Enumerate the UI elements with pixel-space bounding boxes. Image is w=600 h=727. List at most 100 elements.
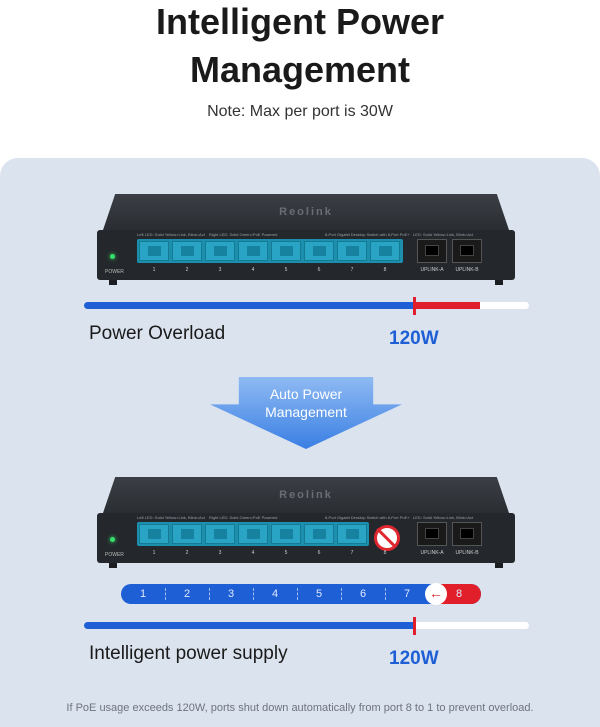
port-number: 4 [251, 550, 255, 556]
uplink-a-label: UPLINK-A [420, 550, 444, 556]
poe-port-7 [337, 524, 367, 544]
strip-divider [297, 588, 298, 600]
uplink-port-a [417, 239, 447, 263]
strip-divider [385, 588, 386, 600]
uplink-b-label: UPLINK-B [455, 267, 479, 273]
power-led-icon [110, 254, 115, 259]
auto-power-management-text: Auto Power Management [265, 386, 347, 420]
led-legend-left: Left LED: Solid Yellow=Link, Blink=Act [137, 515, 205, 520]
port-number: 7 [350, 267, 354, 273]
switch-top-surface [103, 477, 509, 513]
port-number: 7 [350, 550, 354, 556]
intelligent-power-bar [84, 622, 529, 629]
uplink-b-label: UPLINK-B [455, 550, 479, 556]
strip-divider [253, 588, 254, 600]
strip-port-label: 1 [139, 588, 147, 600]
uplink-port-b [452, 522, 482, 546]
switch-foot [495, 280, 503, 285]
strip-port-label: 5 [315, 588, 323, 600]
poe-port-3 [205, 524, 235, 544]
port-number: 3 [218, 267, 222, 273]
poe-port-2 [172, 241, 202, 261]
strip-port-label: 7 [403, 588, 411, 600]
poe-port-2 [172, 524, 202, 544]
intelligent-power-label: Intelligent power supply [89, 643, 288, 664]
switch-front-panel: Left LED: Solid Yellow=Link, Blink=Act R… [97, 513, 515, 563]
watt-limit-top: 120W [389, 328, 439, 349]
port-number: 6 [317, 550, 321, 556]
strip-divider [165, 588, 166, 600]
down-arrow-icon: Auto Power Management [210, 377, 402, 449]
power-overload-label: Power Overload [89, 323, 226, 344]
strip-port-label: 3 [227, 588, 235, 600]
limit-marker [413, 297, 416, 315]
port-number: 1 [152, 550, 156, 556]
poe-port-8 [370, 241, 400, 261]
led-legend-uplink: LED: Solid Yellow=Link, Blink=Act [413, 232, 474, 237]
poe-port-bank [137, 522, 369, 546]
poe-port-6 [304, 241, 334, 261]
uplink-port-b [452, 239, 482, 263]
poe-switch-bottom: Reolink Left LED: Solid Yellow=Link, Bli… [97, 477, 515, 569]
power-label: POWER [105, 269, 124, 275]
port-number: 5 [284, 550, 288, 556]
led-legend-uplink: LED: Solid Yellow=Link, Blink=Act [413, 515, 474, 520]
power-bar-blue-fill [84, 302, 414, 309]
model-text: 8-Port Gigabit Desktop Switch with 8-Por… [325, 232, 410, 237]
note-text: Note: Max per port is 30W [207, 103, 393, 120]
port-number: 1 [152, 267, 156, 273]
port-number: 8 [383, 550, 387, 556]
left-arrow-icon: ← [425, 583, 447, 605]
limit-marker [413, 617, 416, 635]
switch-foot [495, 563, 503, 568]
poe-port-7 [337, 241, 367, 261]
power-led-icon [110, 537, 115, 542]
poe-port-1 [139, 524, 169, 544]
poe-port-1 [139, 241, 169, 261]
strip-port-label: 2 [183, 588, 191, 600]
switch-brand: Reolink [279, 206, 333, 218]
power-bar-red-fill [413, 302, 481, 309]
power-bar-blue-fill [84, 622, 414, 629]
poe-port-5 [271, 524, 301, 544]
led-legend-right: Right LED: Solid Green=PoE Powered [209, 515, 278, 520]
port-number: 3 [218, 550, 222, 556]
switch-top-surface [103, 194, 509, 230]
uplink-a-label: UPLINK-A [420, 267, 444, 273]
poe-port-4 [238, 524, 268, 544]
power-overload-bar [84, 302, 529, 309]
strip-port-label-shutdown: 8 [455, 588, 463, 600]
port-number: 2 [185, 267, 189, 273]
title-line-2: Management [189, 49, 411, 90]
port-number: 4 [251, 267, 255, 273]
strip-port-label: 4 [271, 588, 279, 600]
port-number: 2 [185, 550, 189, 556]
poe-port-4 [238, 241, 268, 261]
switch-front-panel: Left LED: Solid Yellow=Link, Blink=Act R… [97, 230, 515, 280]
power-label: POWER [105, 552, 124, 558]
port-number: 6 [317, 267, 321, 273]
switch-brand: Reolink [279, 489, 333, 501]
strip-divider [209, 588, 210, 600]
page-title: Intelligent Power Management [0, 0, 600, 92]
led-legend-left: Left LED: Solid Yellow=Link, Blink=Act [137, 232, 205, 237]
poe-port-5 [271, 241, 301, 261]
watt-limit-bottom: 120W [389, 648, 439, 669]
switch-foot [109, 280, 117, 285]
port-number: 8 [383, 267, 387, 273]
footnote: If PoE usage exceeds 120W, ports shut do… [66, 702, 534, 714]
model-text: 8-Port Gigabit Desktop Switch with 8-Por… [325, 515, 410, 520]
port-disabled-icon [374, 525, 400, 551]
poe-port-bank [137, 239, 403, 263]
strip-divider [341, 588, 342, 600]
uplink-port-a [417, 522, 447, 546]
strip-port-label: 6 [359, 588, 367, 600]
switch-foot [109, 563, 117, 568]
title-line-1: Intelligent Power [155, 1, 445, 42]
port-number: 5 [284, 267, 288, 273]
poe-port-6 [304, 524, 334, 544]
poe-port-3 [205, 241, 235, 261]
poe-switch-top: Reolink Left LED: Solid Yellow=Link, Bli… [97, 194, 515, 286]
led-legend-right: Right LED: Solid Green=PoE Powered [209, 232, 278, 237]
port-shutdown-strip: 1 2 3 4 5 6 7 ← 8 [121, 583, 481, 605]
